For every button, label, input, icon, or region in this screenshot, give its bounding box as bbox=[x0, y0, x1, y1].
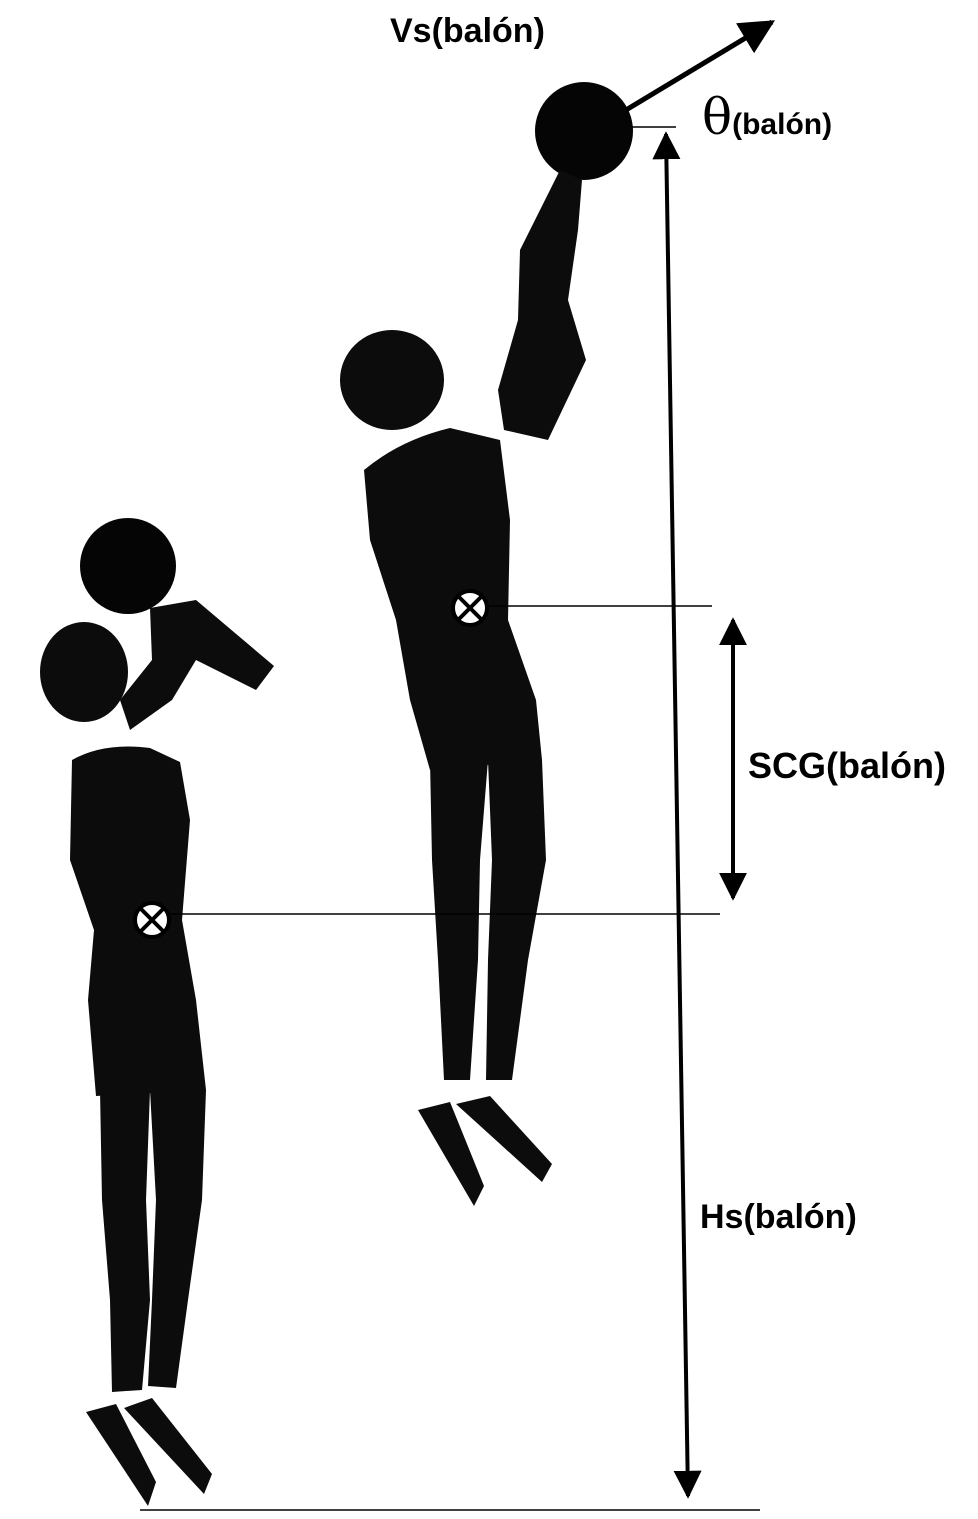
player-jumping bbox=[340, 82, 633, 1206]
leg-left-standing bbox=[100, 1090, 150, 1392]
release-angle-label: θ(balón) bbox=[702, 92, 832, 142]
release-angle-subscript: (balón) bbox=[732, 108, 832, 141]
theta-symbol: θ bbox=[702, 88, 732, 146]
circled-times-icon bbox=[453, 591, 487, 625]
player-standing bbox=[40, 518, 274, 1506]
cg-displacement-label: SCG(balón) bbox=[748, 748, 946, 784]
hs-double-arrow bbox=[666, 134, 688, 1496]
head-standing bbox=[40, 622, 128, 722]
head-jumping bbox=[340, 330, 444, 430]
leg-right-standing bbox=[148, 1090, 206, 1388]
circled-times-icon bbox=[135, 903, 169, 937]
release-height-label: Hs(balón) bbox=[700, 1200, 857, 1234]
torso-jumping bbox=[364, 428, 542, 770]
ball-release bbox=[535, 82, 633, 180]
leg-left-jumping bbox=[430, 760, 488, 1080]
leg-right-jumping bbox=[486, 760, 546, 1080]
raised-arms-jumping bbox=[498, 170, 586, 440]
raised-arms-standing bbox=[120, 600, 274, 730]
release-velocity-label: Vs(balón) bbox=[390, 14, 545, 48]
ball-standing bbox=[80, 518, 176, 614]
